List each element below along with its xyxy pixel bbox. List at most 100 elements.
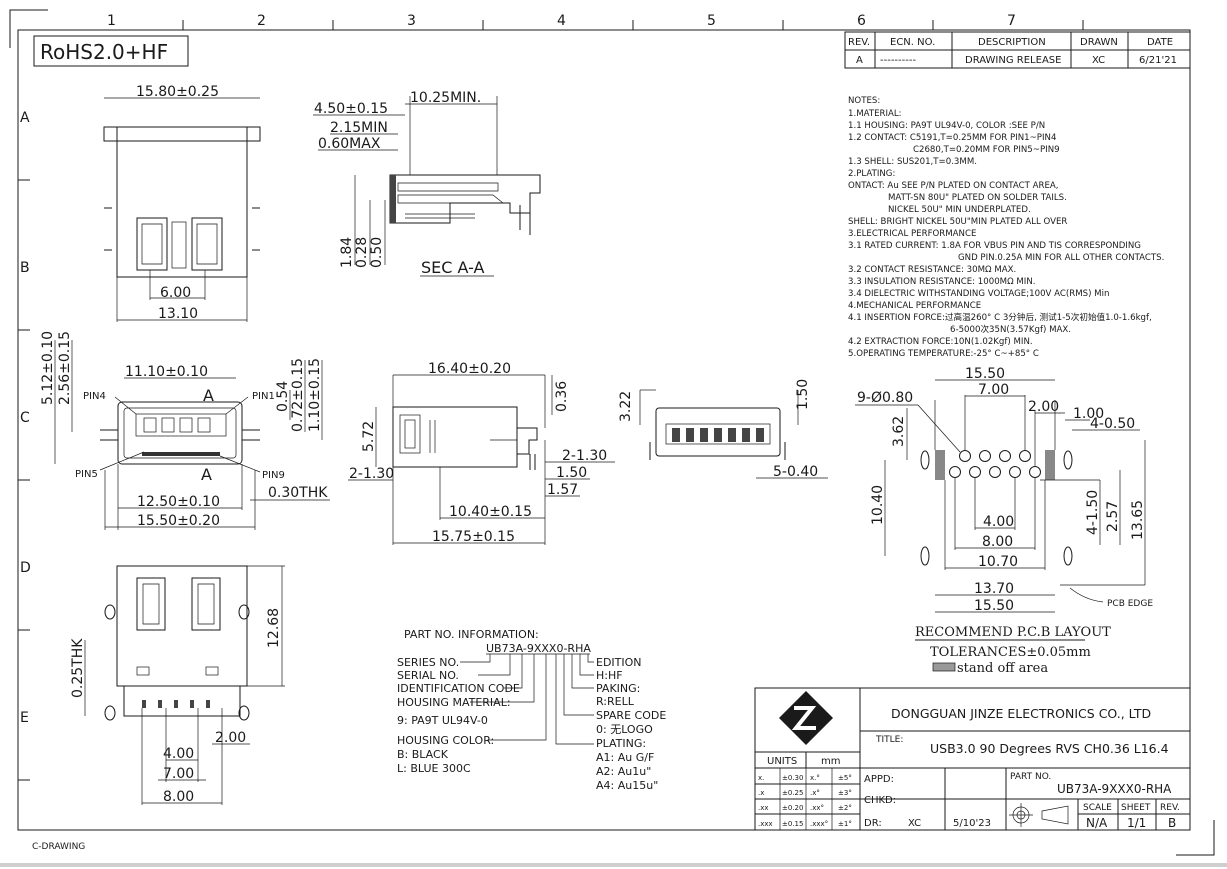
footer-label: C-DRAWING — [32, 842, 85, 852]
dim-pcb-7-00: 7.00 — [978, 382, 1009, 398]
sheet-frame — [0, 9, 1227, 867]
dim-side-10-40: 10.40±0.15 — [449, 504, 532, 520]
note-line: NOTES: — [848, 96, 880, 106]
note-line: C2680,T=0.20MM FOR PIN5~PIN9 — [913, 145, 1060, 155]
note-line: 4.MECHANICAL PERFORMANCE — [848, 301, 981, 311]
dim-side-2-1-30-right: 2-1.30 — [562, 448, 607, 464]
dim-top-body: 13.10 — [158, 306, 198, 322]
dim-sec-10-25: 10.25MIN. — [410, 90, 481, 106]
rev-row-date: 6/21'21 — [1139, 55, 1177, 66]
part-info-heading: PART NO. INFORMATION: — [404, 628, 539, 641]
dim-pcb-9-0-80: 9-Ø0.80 — [857, 390, 913, 406]
tol-x-ang-val: ±5° — [838, 774, 852, 782]
dim-side-2-1-30-left: 2-1.30 — [349, 466, 394, 482]
part-right-rell: R:RELL — [596, 695, 635, 708]
dim-pcb-4-0-50: 4-0.50 — [1090, 416, 1135, 432]
part-left-black: B: BLACK — [397, 748, 449, 761]
dim-rear-5-0-40: 5-0.40 — [773, 464, 818, 480]
note-line: 3.3 INSULATION RESISTANCE: 1000MΩ MIN. — [848, 277, 1036, 287]
appd-label: APPD: — [864, 774, 894, 785]
bottom-view: 12.68 0.25THK 2.00 4.00 7.00 8.00 — [70, 565, 285, 805]
scale-label: SCALE — [1083, 803, 1112, 813]
dim-sec-2-15: 2.15MIN — [330, 120, 388, 136]
dim-top-width: 15.80±0.25 — [136, 84, 219, 100]
note-line: SHELL: BRIGHT NICKEL 50U"MIN PLATED ALL … — [848, 217, 1067, 227]
label-pin1: PIN1 — [252, 391, 275, 402]
note-line: NICKEL 50U" MIN UNDERPLATED. — [888, 205, 1031, 215]
rev-row-desc: DRAWING RELEASE — [965, 55, 1061, 66]
pcb-title: RECOMMEND P.C.B LAYOUT — [915, 625, 1111, 640]
dim-front-0-72: 0.72±0.15 — [290, 358, 306, 432]
part-left-pa9t: 9: PA9T UL94V-0 — [397, 714, 488, 727]
dim-bottom-2-00: 2.00 — [215, 730, 246, 746]
note-line: 4.2 EXTRACTION FORCE:10N(1.02Kgf) MIN. — [848, 337, 1033, 347]
rear-view: 3.22 1.50 5-0.40 — [618, 379, 828, 480]
part-left-serial: SERIAL NO. — [397, 669, 459, 682]
label-pcb-edge: PCB EDGE — [1107, 599, 1153, 609]
tol-2: .xx — [758, 804, 769, 812]
part-left-id: IDENTIFICATION CODE — [397, 682, 520, 695]
dim-rear-3-22: 3.22 — [618, 391, 634, 422]
scale-value: N/A — [1086, 816, 1108, 830]
part-right-a1: A1: Au G/F — [596, 751, 654, 764]
section-marker-top: A — [203, 386, 214, 405]
dim-sec-4-50: 4.50±0.15 — [314, 101, 388, 117]
tol-3-val: ±0.15 — [782, 820, 803, 828]
part-no-label: PART NO. — [1010, 772, 1051, 782]
part-info-code: UB73A-9XXX0-RHA — [486, 642, 591, 655]
rev-header-drawn: DRAWN — [1080, 37, 1118, 48]
tol-x: x. — [758, 774, 764, 782]
note-line: ONTACT: Au SEE P/N PLATED ON CONTACT ARE… — [848, 181, 1058, 191]
dim-pcb-2-00: 2.00 — [1028, 399, 1059, 415]
side-view: 16.40±0.20 0.36 5.72 2-1.30 2-1.30 1.50 … — [348, 361, 615, 545]
dim-pcb-3-62: 3.62 — [891, 416, 907, 447]
rev-value: B — [1168, 816, 1176, 830]
dim-bottom-0-25thk: 0.25THK — [70, 638, 86, 698]
dim-bottom-8-00: 8.00 — [163, 789, 194, 805]
rev-header-rev: REV. — [848, 37, 870, 48]
grid-row-c: C — [20, 410, 30, 426]
part-left-color: HOUSING COLOR: — [397, 734, 494, 747]
note-line: 3.1 RATED CURRENT: 1.8A FOR VBUS PIN AND… — [848, 241, 1141, 251]
dim-bottom-7-00: 7.00 — [163, 766, 194, 782]
tol-x-val: ±0.30 — [782, 774, 803, 782]
rev-row-drawn: XC — [1092, 55, 1105, 66]
note-line: GND PIN.0.25A MIN FOR ALL OTHER CONTACTS… — [958, 253, 1164, 263]
grid-row-a: A — [20, 110, 30, 126]
projection-symbol-icon — [1009, 803, 1069, 827]
dim-pcb-2-57: 2.57 — [1105, 501, 1121, 532]
drawn-date: 5/10'23 — [953, 818, 991, 829]
section-a-a: 4.50±0.15 10.25MIN. 2.15MIN 0.60MAX 1.84… — [313, 90, 541, 277]
chkd-label: CHKD: — [864, 795, 896, 806]
dim-pcb-1-00: 1.00 — [1073, 406, 1104, 422]
grid-row-d: D — [20, 560, 31, 576]
dim-side-15-75: 15.75±0.15 — [432, 529, 515, 545]
note-line: 3.4 DIELECTRIC WITHSTANDING VOLTAGE;100V… — [848, 289, 1109, 299]
grid-col-6: 6 — [857, 13, 866, 29]
dim-front-11-10: 11.10±0.10 — [125, 364, 208, 380]
note-line: 4.1 INSERTION FORCE:过高温260° C 3分钟后, 测试1-… — [848, 311, 1152, 323]
tol-1-ang-val: ±3° — [838, 789, 852, 797]
dim-sec-0-60: 0.60MAX — [318, 136, 381, 152]
dim-side-5-72: 5.72 — [361, 421, 377, 452]
dim-rear-1-50: 1.50 — [795, 379, 811, 410]
part-left-series: SERIES NO. — [397, 656, 459, 669]
grid-col-7: 7 — [1007, 13, 1016, 29]
note-line: 2.PLATING: — [848, 169, 895, 179]
part-right-plating: PLATING: — [596, 737, 646, 750]
grid-col-3: 3 — [407, 13, 416, 29]
part-no-value: UB73A-9XXX0-RHA — [1057, 782, 1172, 796]
grid-col-5: 5 — [707, 13, 716, 29]
title-block: DONGGUAN JINZE ELECTRONICS CO., LTD TITL… — [754, 687, 1191, 831]
rev-header-desc: DESCRIPTION — [978, 37, 1046, 48]
dim-sec-1-84: 1.84 — [339, 237, 355, 268]
drawn-by: XC — [908, 818, 921, 829]
tol-1-val: ±0.25 — [782, 789, 803, 797]
tol-3-ang-val: ±1° — [838, 820, 852, 828]
note-line: 3.ELECTRICAL PERFORMANCE — [848, 229, 976, 239]
rohs-label: RoHS2.0+HF — [33, 35, 189, 67]
company-name: DONGGUAN JINZE ELECTRONICS CO., LTD — [891, 706, 1151, 721]
dim-front-0-30thk: 0.30THK — [268, 485, 328, 501]
rev-row-rev: A — [856, 55, 863, 66]
